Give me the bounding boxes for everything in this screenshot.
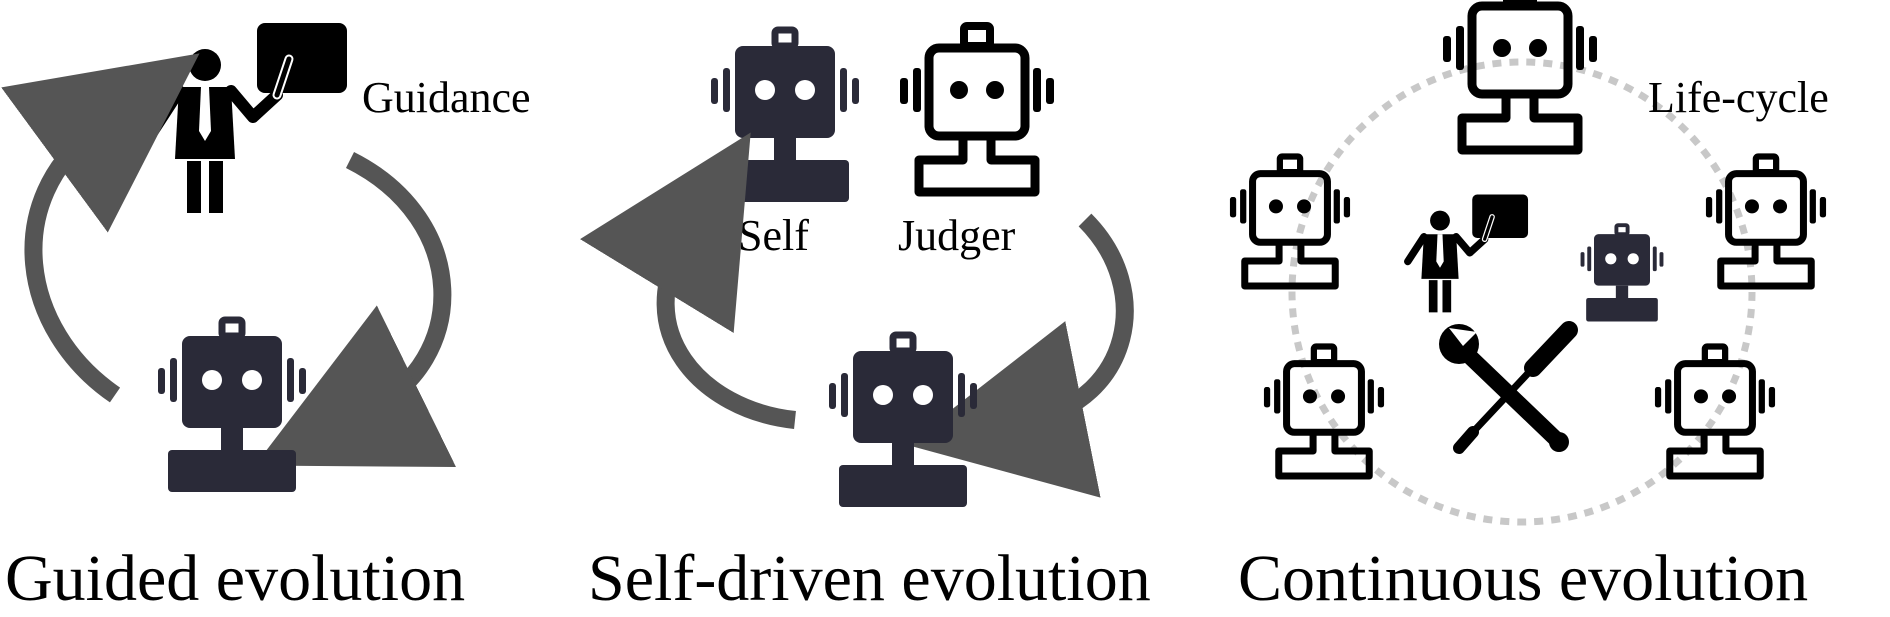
teacher-icon xyxy=(1408,195,1528,313)
panel-title: Continuous evolution xyxy=(1238,542,1808,615)
lifecycle-label: Life-cycle xyxy=(1648,73,1829,122)
robot-filled-icon xyxy=(158,320,306,492)
teacher-icon xyxy=(153,23,347,213)
robot-outline-icon xyxy=(1706,156,1826,285)
lifecycle-dashed-circle xyxy=(1288,58,1756,526)
robot-filled-icon xyxy=(829,335,977,507)
cycle-arrow-icon xyxy=(1,53,200,403)
robot-filled-icon xyxy=(1578,223,1666,324)
cycle-arrow-icon xyxy=(906,213,1134,498)
robot-outline-icon xyxy=(1443,0,1597,150)
judger-label: Judger xyxy=(898,211,1016,260)
cycle-arrow-icon xyxy=(580,132,797,429)
wrench-screwdriver-icon xyxy=(1439,321,1578,454)
guidance-label: Guidance xyxy=(362,73,531,122)
cycle-arrow-icon xyxy=(254,151,457,467)
panel-title: Self-driven evolution xyxy=(588,542,1151,615)
self-label: Self xyxy=(738,211,809,260)
robot-filled-icon xyxy=(711,30,859,202)
panel-title: Guided evolution xyxy=(5,542,465,615)
robot-outline-icon xyxy=(1230,156,1350,285)
panel-self-driven: Self Judger Self-driven evolution xyxy=(580,26,1151,615)
panel-guided: Guidance Guided evolution xyxy=(1,23,531,615)
robot-outline-icon xyxy=(900,26,1054,192)
panel-continuous: Life-cycle Continuous evolution xyxy=(1230,0,1829,615)
